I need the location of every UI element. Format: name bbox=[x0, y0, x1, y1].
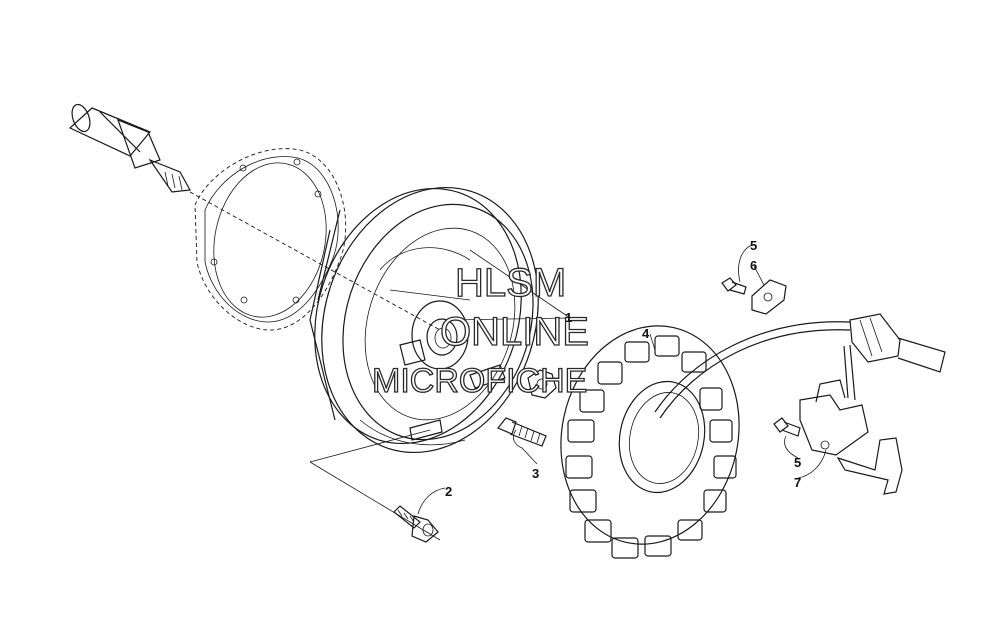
callout-6: 6 bbox=[750, 258, 757, 273]
housing-plate bbox=[189, 148, 441, 331]
callout-1: 1 bbox=[565, 310, 572, 325]
stator-item-4 bbox=[560, 325, 740, 559]
watermark: HLSM ONLINE MICROFICHE bbox=[371, 260, 589, 400]
plate-item-6 bbox=[751, 279, 787, 315]
watermark-line-3: MICROFICHE bbox=[372, 362, 587, 400]
pickup-sensor bbox=[799, 379, 903, 495]
screw-upper-item-5 bbox=[721, 277, 747, 295]
callout-2: 2 bbox=[445, 484, 452, 499]
stator-poles bbox=[565, 335, 737, 559]
wire-harness bbox=[654, 313, 946, 419]
callout-5-lower: 5 bbox=[794, 455, 801, 470]
leader-lines bbox=[309, 244, 827, 541]
flywheel-nut bbox=[527, 369, 557, 399]
callouts: 1 2 3 4 5 6 5 7 bbox=[445, 238, 801, 499]
screw-lower-item-5 bbox=[773, 417, 801, 437]
watermark-line-2: ONLINE bbox=[440, 310, 589, 354]
callout-5-upper: 5 bbox=[750, 238, 757, 253]
bolt-item-3 bbox=[497, 417, 547, 447]
bolt-item-2 bbox=[393, 505, 439, 543]
flywheel bbox=[309, 186, 539, 454]
callout-3: 3 bbox=[532, 466, 539, 481]
callout-7: 7 bbox=[794, 475, 801, 490]
watermark-line-1: HLSM bbox=[455, 261, 566, 305]
callout-4: 4 bbox=[642, 326, 650, 341]
crankshaft-stub bbox=[68, 103, 191, 193]
